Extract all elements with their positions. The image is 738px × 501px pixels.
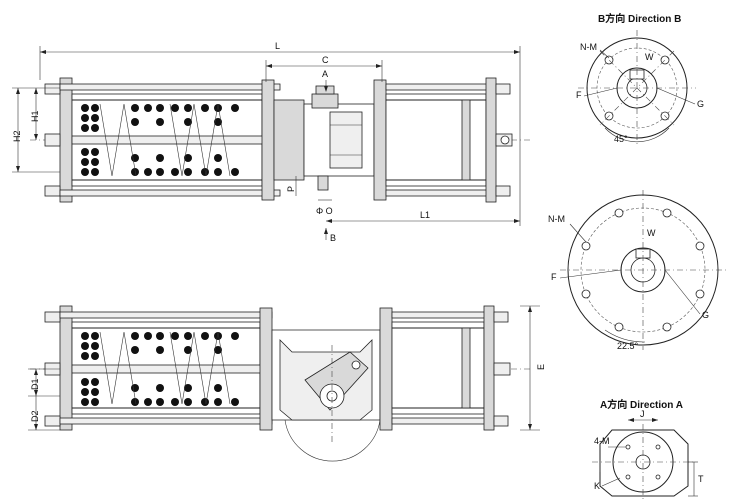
spring-coils-top — [81, 104, 239, 176]
dim-H1: H1 — [30, 110, 40, 122]
dim-D1: D1 — [30, 378, 40, 390]
flange-b-top: N-M W F G 45° — [576, 30, 704, 146]
label-NM-bottom: N-M — [548, 214, 565, 224]
flange-a: J 4-M K T — [592, 409, 704, 500]
bottom-assembly — [30, 305, 530, 462]
label-angle-45: 45° — [614, 134, 628, 144]
top-assembly — [30, 77, 530, 203]
dim-B: B — [330, 233, 336, 243]
label-W-top: W — [645, 52, 654, 62]
dim-D2: D2 — [30, 410, 40, 422]
label-W-bottom: W — [647, 228, 656, 238]
dim-E: E — [536, 364, 546, 370]
label-K: K — [594, 481, 600, 491]
label-F-top: F — [576, 90, 582, 100]
label-NM-top: N-M — [580, 42, 597, 52]
label-G-bottom: G — [702, 310, 709, 320]
dim-H2: H2 — [12, 130, 22, 142]
flange-b-bottom: N-M W F G 22.5° — [548, 190, 726, 351]
top-dimensions: L C A B H2 H1 P Φ O L1 — [12, 41, 521, 243]
label-F-bottom: F — [551, 272, 557, 282]
dim-A: A — [322, 69, 328, 79]
direction-a-title: A方向 Direction A — [600, 398, 683, 411]
dim-phiO: Φ O — [316, 206, 333, 216]
bottom-dimensions: D1 D2 E — [28, 305, 546, 431]
dim-C: C — [322, 55, 329, 65]
label-J: J — [640, 409, 645, 419]
label-4M: 4-M — [594, 436, 610, 446]
label-G-top: G — [697, 99, 704, 109]
dim-L1: L1 — [420, 210, 430, 220]
spring-coils-bottom — [81, 332, 239, 406]
direction-b-title: B方向 Direction B — [598, 12, 681, 25]
label-T: T — [698, 474, 704, 484]
label-angle-22-5: 22.5° — [617, 341, 639, 351]
dim-L: L — [275, 41, 280, 51]
dim-P: P — [286, 186, 296, 192]
